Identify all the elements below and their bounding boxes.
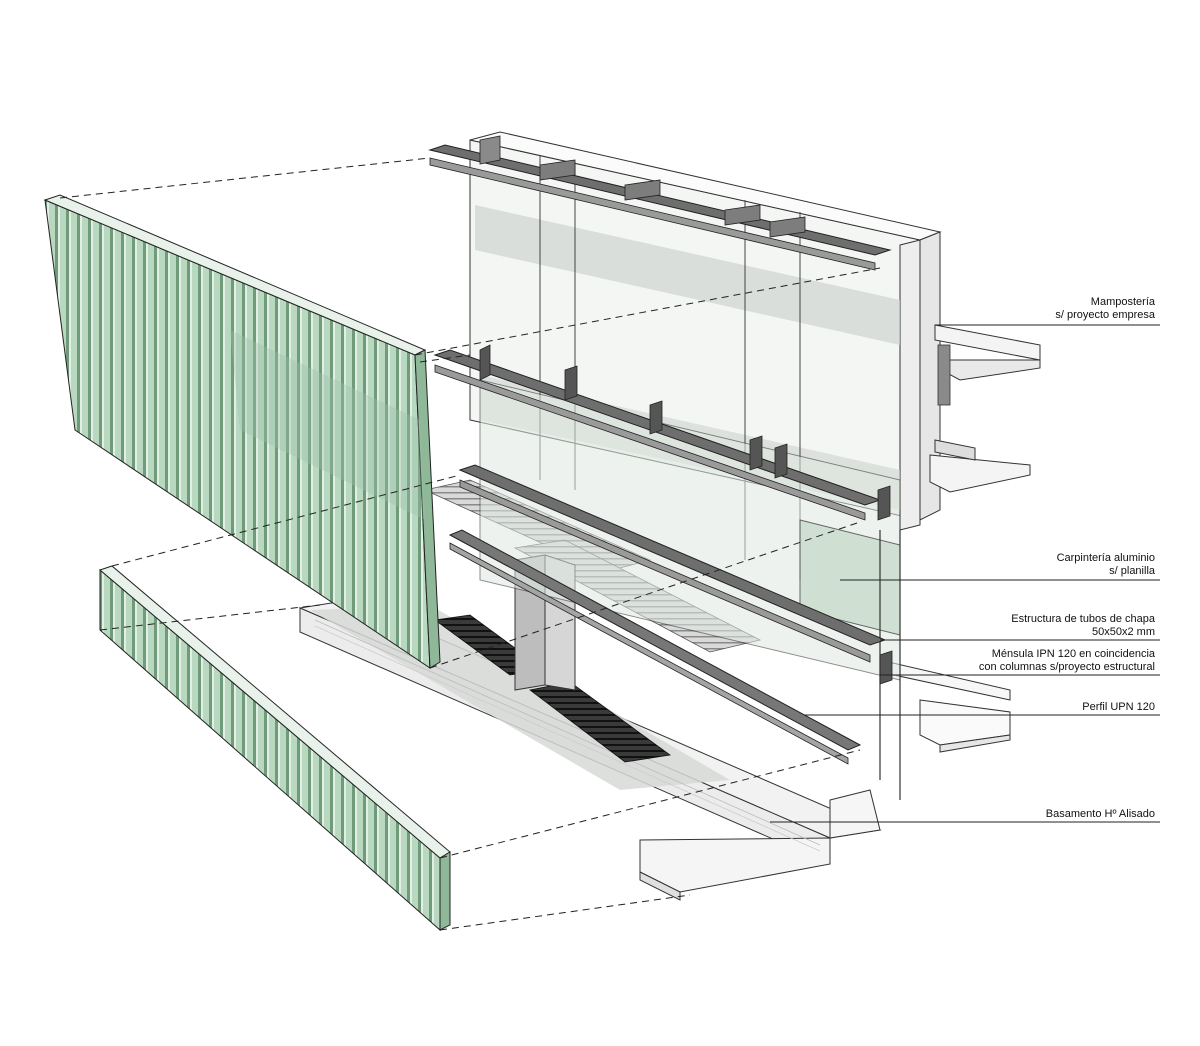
label-basamento-line1: Basamento Hº Alisado: [1045, 808, 1155, 820]
label-mamposteria-line2: s/ proyecto empresa: [1055, 309, 1155, 321]
steel-beam-top: [428, 135, 892, 271]
label-carpinteria-line1: Carpintería aluminio: [1056, 552, 1155, 564]
slab-edge-upper: [934, 324, 1041, 406]
steel-beam-middle: [433, 344, 891, 521]
label-mensula-line2: con columnas s/proyecto estructural: [978, 661, 1155, 673]
upn-profile: [448, 529, 862, 765]
label-carpinteria: Carpintería aluminio s/ planilla: [1057, 552, 1155, 578]
label-mensula-line1: Ménsula IPN 120 en coincidencia: [991, 648, 1155, 660]
label-perfil-line1: Perfil UPN 120: [1082, 701, 1155, 713]
label-estructura: Estructura de tubos de chapa 50x50x2 mm: [1011, 613, 1155, 639]
louver-screen-upper: [43, 194, 441, 669]
slab-edge-lower: [929, 439, 1031, 493]
label-mamposteria: Mampostería s/ proyecto empresa: [1055, 296, 1155, 322]
label-basamento: Basamento Hº Alisado: [1046, 808, 1155, 821]
explosion-guides: [59, 157, 881, 931]
label-estructura-line2: 50x50x2 mm: [1092, 626, 1155, 638]
label-perfil: Perfil UPN 120: [1082, 701, 1155, 714]
label-mensula: Ménsula IPN 120 en coincidencia con colu…: [979, 648, 1155, 674]
label-estructura-line1: Estructura de tubos de chapa: [1011, 613, 1155, 625]
base-steps: [879, 659, 1011, 753]
label-carpinteria-line2: s/ planilla: [1109, 565, 1155, 577]
label-mamposteria-line1: Mampostería: [1090, 296, 1155, 308]
leader-lines: [770, 324, 1160, 823]
